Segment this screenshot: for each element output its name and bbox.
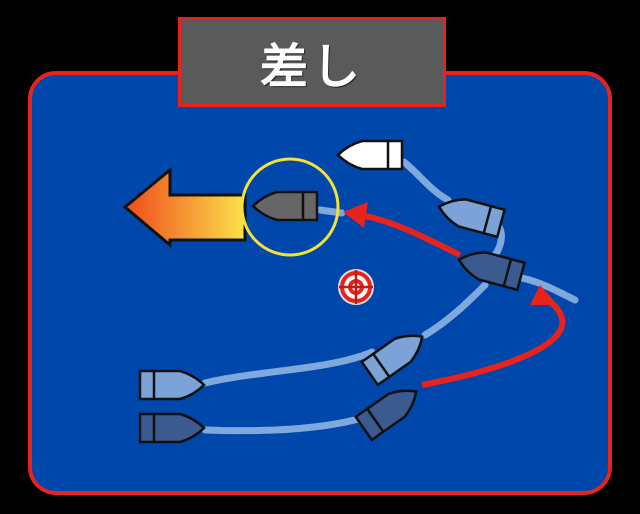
page-title: 差し <box>259 39 364 95</box>
wake-white-boat <box>400 158 452 204</box>
wake-dark-boat-bottom <box>201 414 366 435</box>
turn-mark-buoy-icon <box>338 269 374 305</box>
wakes <box>201 158 579 435</box>
water-panel <box>28 71 612 495</box>
title-banner: 差し <box>178 17 446 107</box>
wake-dark-boat-top <box>518 274 579 304</box>
red-path-arrows <box>343 202 566 388</box>
wake-light-boat-mid <box>421 281 489 339</box>
highlight-circle <box>240 157 340 257</box>
advance-arrow-icon <box>122 166 247 249</box>
wake-light-boat-bottom <box>201 348 376 387</box>
